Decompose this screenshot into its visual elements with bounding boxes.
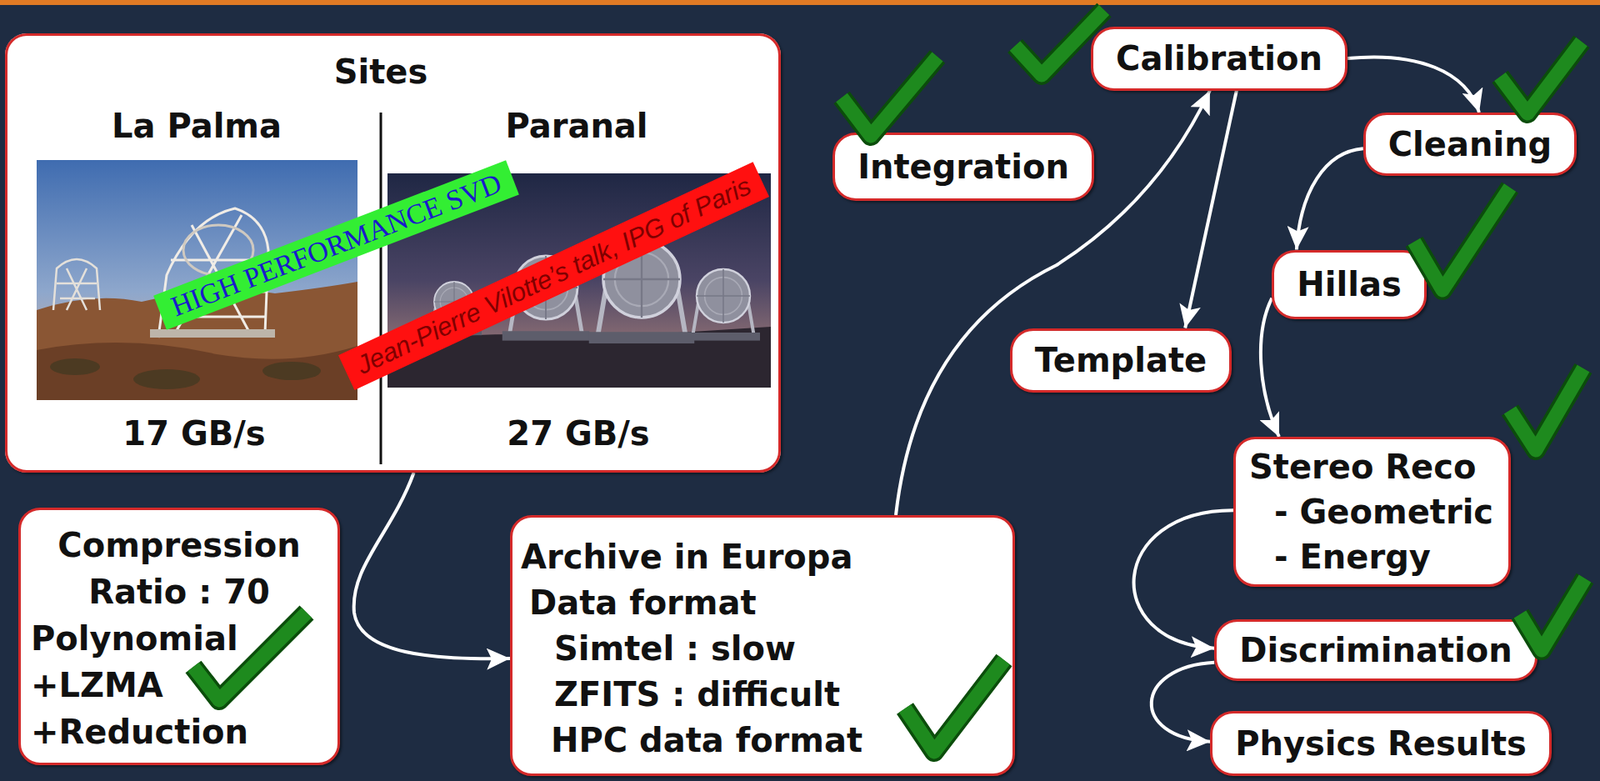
stereo-box: Stereo Reco- Geometric- Energy xyxy=(1233,436,1511,587)
node-title: Hillas xyxy=(1296,265,1401,304)
flow-arrow xyxy=(354,472,510,659)
node-title: Integration xyxy=(857,147,1070,186)
node-text: Ratio : 70 xyxy=(88,568,270,615)
node-text: ZFITS : difficult xyxy=(554,671,840,718)
node-text: +LZMA xyxy=(30,661,164,709)
node-title: Physics Results xyxy=(1235,724,1527,763)
flow-arrow xyxy=(1296,148,1364,250)
flow-arrow xyxy=(1347,56,1480,113)
check-mark-fills xyxy=(193,10,1585,752)
node-text: Simtel : slow xyxy=(554,625,796,672)
node-text: - Geometric xyxy=(1274,489,1494,535)
node-text: HPC data format xyxy=(550,717,863,764)
node-text: - Energy xyxy=(1274,534,1431,580)
node-title: Discrimination xyxy=(1239,630,1513,670)
node-text: Paranal xyxy=(505,106,648,145)
node-title: Calibration xyxy=(1115,39,1323,78)
node-text: 17 GB/s xyxy=(122,414,265,453)
node-text: La Palma xyxy=(111,106,282,145)
node-title: Archive in Europa xyxy=(520,534,853,580)
node-title: Sites xyxy=(334,52,429,91)
process-pill: Calibration xyxy=(1090,26,1348,91)
process-pill: Cleaning xyxy=(1363,112,1577,176)
node-title: Compression xyxy=(57,521,300,569)
node-text: +Reduction xyxy=(30,708,249,755)
node-title: Cleaning xyxy=(1388,125,1552,164)
process-pill: Template xyxy=(1010,328,1232,393)
node-title: Template xyxy=(1035,340,1207,380)
node-text: Polynomial xyxy=(30,615,239,662)
flow-arrow xyxy=(1151,662,1215,742)
node-title: Stereo Reco xyxy=(1249,444,1476,490)
sites-panel-fill xyxy=(5,33,781,473)
process-pill: Physics Results xyxy=(1210,710,1552,776)
header-strip xyxy=(0,0,1600,5)
node-text: 27 GB/s xyxy=(506,414,650,453)
check-mark-shadows xyxy=(193,10,1585,752)
flow-arrow xyxy=(1260,298,1280,437)
process-pill: Hillas xyxy=(1271,250,1426,320)
node-text: Data format xyxy=(529,580,757,626)
site-divider xyxy=(380,112,383,465)
process-pill: Discrimination xyxy=(1214,619,1538,681)
sites-panel: Sites La Palma Paranal 17 GB/s 27 GB/s xyxy=(5,33,781,473)
flow-arrow xyxy=(1185,90,1237,329)
